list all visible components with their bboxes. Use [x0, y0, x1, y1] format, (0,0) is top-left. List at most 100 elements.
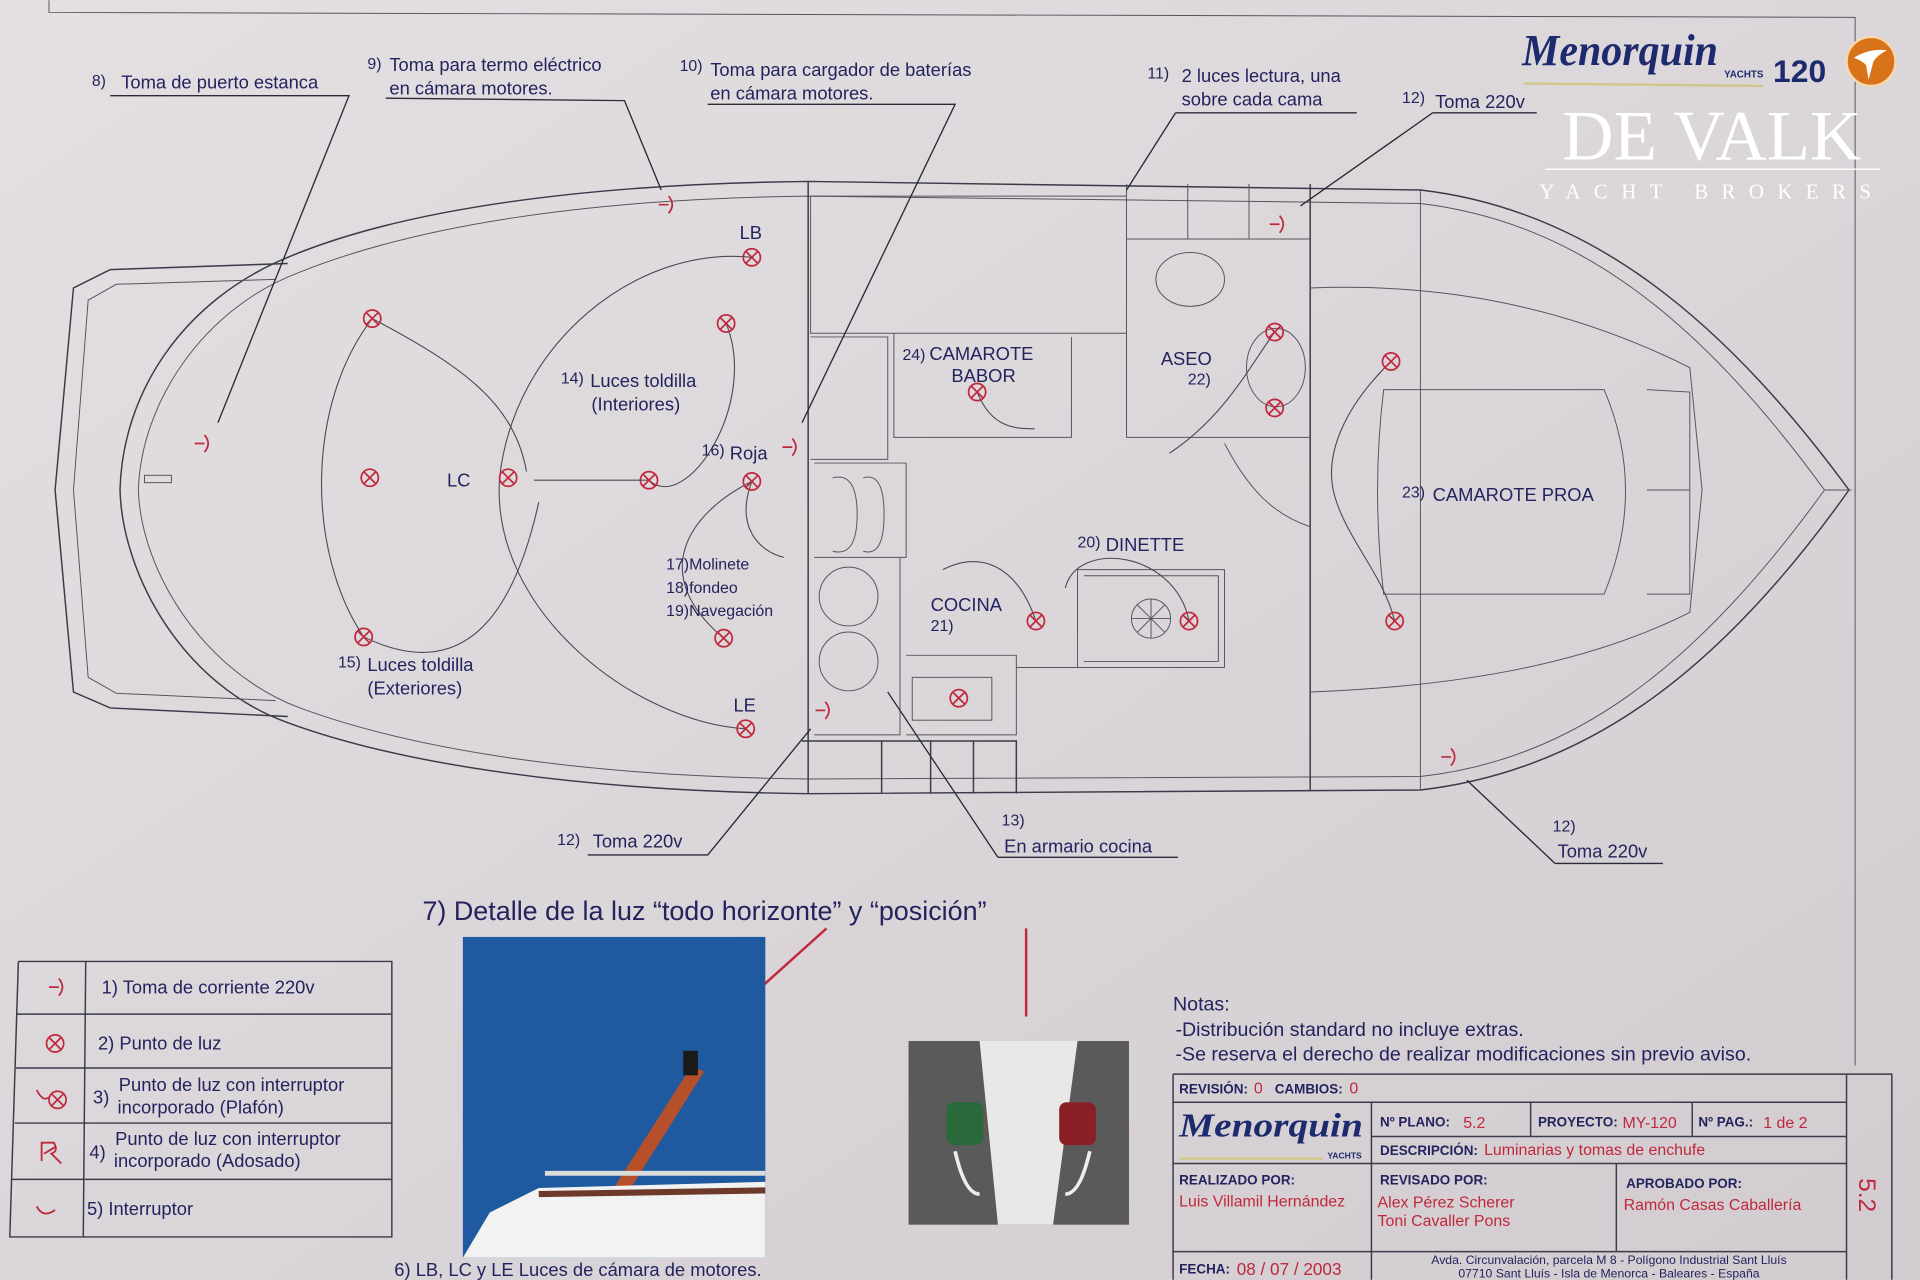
callout-9-num: 9) — [367, 56, 381, 73]
legend-label: 1) Toma de corriente 220v — [102, 976, 316, 997]
callouts: 8) Toma de puerto estanca 9) Toma para t… — [92, 54, 1648, 861]
watermark-de-valk: DE VALK — [1562, 97, 1861, 175]
callout-19: 19)Navegación — [666, 603, 773, 620]
light-switch-plafon-icon — [35, 1089, 67, 1110]
callout-11-line1: 2 luces lectura, una — [1182, 65, 1342, 86]
aprobado-label: APROBADO POR: — [1626, 1176, 1742, 1191]
callout-12c: Toma 220v — [1558, 840, 1649, 861]
desc-value: Luminarias y tomas de enchufe — [1484, 1142, 1705, 1159]
room-aseo: ASEO — [1161, 348, 1212, 369]
address-line2: 07710 Sant Lluís - Isla de Menorca - Bal… — [1458, 1266, 1759, 1280]
legend-label: 5) Interruptor — [87, 1198, 193, 1219]
revision-label: REVISIÓN: — [1179, 1082, 1248, 1097]
pag-label: Nº PAG.: — [1698, 1115, 1753, 1130]
callout-8-num: 8) — [92, 73, 106, 90]
notes: Notas: -Distribución standard no incluye… — [1173, 993, 1751, 1065]
revision-value: 0 — [1254, 1081, 1263, 1098]
callout-9-line2: en cámara motores. — [389, 77, 552, 98]
title-block: REVISIÓN: 0 CAMBIOS: 0 Menorquin YACHTS … — [1172, 1073, 1893, 1280]
callout-13: En armario cocina — [1004, 835, 1153, 856]
legend-label: incorporado (Adosado) — [114, 1150, 301, 1171]
room-aseo-num: 22) — [1188, 372, 1211, 389]
room-cocina-num: 21) — [931, 618, 954, 635]
fecha-value: 08 / 07 / 2003 — [1237, 1259, 1342, 1279]
callout-16: Roja — [730, 442, 769, 463]
label-lc: LC — [447, 469, 470, 490]
hull-outline — [54, 180, 1852, 795]
legend-label: Punto de luz con interruptor — [119, 1074, 345, 1095]
de-valk-logo-icon — [1845, 35, 1897, 88]
room-proa-num: 23) — [1402, 484, 1425, 501]
callout-9-line1: Toma para termo eléctrico — [389, 54, 601, 75]
plano-label: Nº PLANO: — [1380, 1115, 1450, 1130]
callout-12c-num: 12) — [1553, 819, 1576, 836]
callout-13-num: 13) — [1002, 813, 1025, 830]
callout-10-line1: Toma para cargador de baterías — [710, 59, 971, 80]
address-line1: Avda. Circunvalación, parcela M 8 - Polí… — [1431, 1253, 1786, 1267]
plano-value: 5.2 — [1463, 1115, 1485, 1132]
notes-line2: -Se reserva el derecho de realizar modif… — [1176, 1044, 1752, 1066]
label-le: LE — [733, 695, 755, 716]
detail-title: 7) Detalle de la luz “todo horizonte” y … — [422, 896, 986, 926]
callout-14-line1: Luces toldilla — [590, 370, 697, 391]
room-proa: CAMAROTE PROA — [1433, 484, 1595, 505]
revisado-value-1: Alex Pérez Scherer — [1378, 1195, 1516, 1212]
callout-8: Toma de puerto estanca — [121, 71, 319, 92]
cambios-value: 0 — [1349, 1081, 1358, 1098]
callout-16-num: 16) — [702, 443, 725, 460]
photo-position-lights — [908, 1041, 1129, 1225]
legend-num: 3) — [93, 1086, 109, 1107]
light-switch-adosado-icon — [40, 1141, 62, 1165]
switch-icon — [35, 1205, 56, 1215]
room-babor-line2: BABOR — [951, 365, 1015, 386]
room-babor-num: 24) — [902, 347, 925, 364]
callout-10-num: 10) — [680, 58, 703, 75]
room-dinette: DINETTE — [1106, 534, 1185, 555]
callout-11-line2: sobre cada cama — [1182, 89, 1324, 110]
desc-label: DESCRIPCIÓN: — [1380, 1143, 1478, 1158]
photo-caption: 6) LB, LC y LE Luces de cámara de motore… — [394, 1259, 761, 1280]
pag-value: 1 de 2 — [1763, 1115, 1807, 1132]
callout-10-line2: en cámara motores. — [710, 82, 873, 103]
callout-11-num: 11) — [1147, 66, 1169, 83]
callout-18: 18)fondeo — [666, 580, 738, 597]
callout-12b-num: 12) — [557, 832, 580, 849]
callout-15-line2: (Exteriores) — [367, 677, 462, 698]
aprobado-value: Ramón Casas Caballería — [1624, 1197, 1802, 1214]
room-cocina: COCINA — [931, 594, 1003, 615]
notes-title: Notas: — [1173, 993, 1230, 1015]
model-number: 120 — [1773, 53, 1826, 89]
watermark-yacht-brokers: YACHT BROKERS — [1539, 180, 1884, 204]
callout-17: 17)Molinete — [666, 557, 749, 574]
legend-num: 4) — [89, 1142, 105, 1163]
callout-14-line2: (Interiores) — [591, 393, 680, 414]
callout-12b: Toma 220v — [593, 831, 684, 852]
legend-table: 1) Toma de corriente 220v 2) Punto de lu… — [9, 960, 393, 1238]
menorquin-header-sub: YACHTS — [1724, 69, 1764, 80]
callout-15-num: 15) — [338, 655, 361, 672]
photo-all-round-light — [462, 936, 766, 1258]
legend-label: Punto de luz con interruptor — [115, 1128, 341, 1149]
realizado-value: Luis Villamil Hernández — [1179, 1193, 1345, 1210]
fecha-label: FECHA: — [1179, 1262, 1230, 1277]
menorquin-logo-sub: YACHTS — [1327, 1151, 1362, 1161]
room-babor-line1: CAMAROTE — [929, 343, 1033, 364]
side-number: 5.2 — [1853, 1178, 1880, 1212]
revisado-value-2: Toni Cavaller Pons — [1378, 1213, 1511, 1230]
room-dinette-num: 20) — [1078, 535, 1101, 552]
callout-12a-num: 12) — [1402, 90, 1425, 107]
callout-14-num: 14) — [561, 370, 584, 387]
callout-15-line1: Luces toldilla — [367, 654, 474, 675]
proyecto-value: MY-120 — [1622, 1115, 1676, 1132]
realizado-label: REALIZADO POR: — [1179, 1172, 1295, 1187]
legend-label: incorporado (Plafón) — [118, 1096, 284, 1117]
menorquin-header-logo: Menorquin — [1521, 26, 1718, 75]
brand-header: Menorquin YACHTS 120 DE VALK YACHT BROKE… — [1521, 26, 1897, 204]
legend-label: 2) Punto de luz — [98, 1033, 222, 1054]
menorquin-logo: Menorquin — [1178, 1107, 1363, 1145]
callout-12a: Toma 220v — [1435, 91, 1526, 112]
cambios-label: CAMBIOS: — [1275, 1082, 1343, 1097]
notes-line1: -Distribución standard no incluye extras… — [1176, 1019, 1524, 1041]
revisado-label: REVISADO POR: — [1380, 1172, 1488, 1187]
